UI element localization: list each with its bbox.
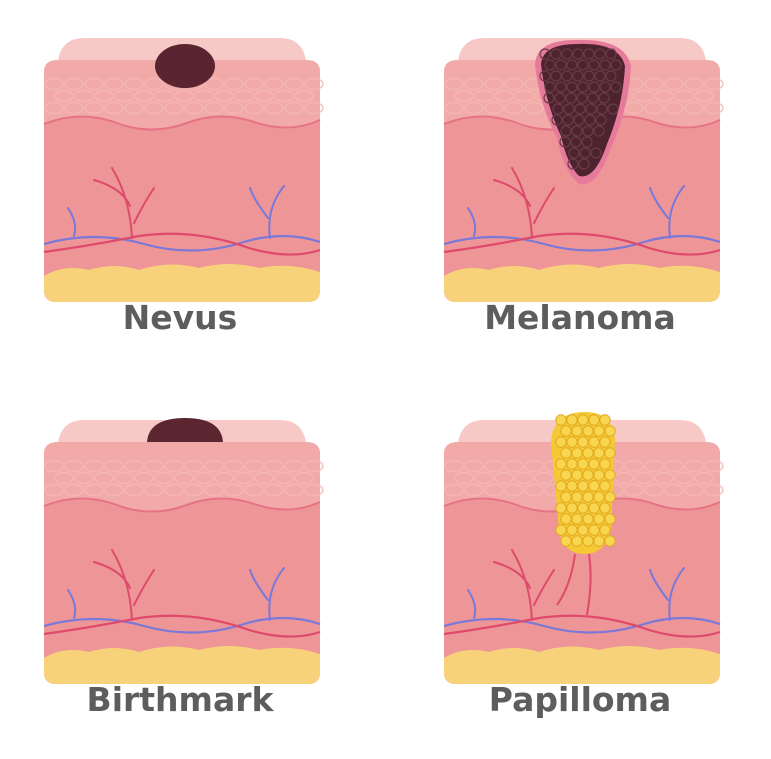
papilloma-panel: Papilloma — [430, 412, 730, 719]
vein-branch-left — [67, 207, 77, 237]
vein-branch-left — [467, 207, 477, 237]
fat-layer — [444, 264, 720, 302]
nevus-panel: Nevus — [30, 30, 330, 337]
nevus-skin-diagram — [43, 38, 324, 302]
horizontal-artery — [443, 232, 721, 256]
horizontal-vein — [43, 234, 321, 252]
capillary-branch — [93, 167, 155, 239]
capillary-branch — [493, 167, 555, 239]
vein-branch — [249, 185, 285, 239]
horizontal-artery — [43, 614, 321, 638]
vein-branch — [649, 185, 685, 239]
melanoma-cells — [539, 48, 622, 170]
birthmark-label: Birthmark — [86, 680, 274, 719]
horizontal-vein — [43, 616, 321, 634]
birthmark-panel: Birthmark — [30, 412, 330, 719]
papilloma-skin-diagram — [443, 412, 724, 684]
vein-branch — [249, 567, 285, 621]
papilloma-vessel — [556, 553, 592, 616]
melanoma-skin-diagram — [443, 38, 724, 302]
dermis-boundary-line — [43, 115, 321, 131]
fat-layer — [44, 646, 320, 684]
fat-layer — [44, 264, 320, 302]
horizontal-vein — [443, 234, 721, 252]
vein-branch-left — [467, 589, 477, 619]
capillary-branch — [93, 549, 155, 621]
fat-layer — [444, 646, 720, 684]
birthmark-lesion — [147, 418, 223, 442]
papilloma-cells — [555, 414, 616, 547]
skin-epidermis-layer — [44, 60, 320, 130]
melanoma-panel: Melanoma — [430, 30, 730, 337]
nevus-label: Nevus — [122, 298, 238, 337]
papilloma-label: Papilloma — [488, 680, 672, 719]
horizontal-artery — [443, 614, 721, 638]
capillary-branch — [493, 549, 555, 621]
epidermis-cells — [44, 459, 324, 497]
vein-branch — [649, 567, 685, 621]
skin-epidermis-layer — [44, 442, 320, 512]
birthmark-skin-diagram — [43, 418, 324, 684]
vein-branch-left — [67, 589, 77, 619]
horizontal-vein — [443, 616, 721, 634]
nevus-lesion — [155, 44, 215, 88]
horizontal-artery — [43, 232, 321, 256]
melanoma-label: Melanoma — [484, 298, 676, 337]
dermis-boundary-line — [43, 497, 321, 513]
